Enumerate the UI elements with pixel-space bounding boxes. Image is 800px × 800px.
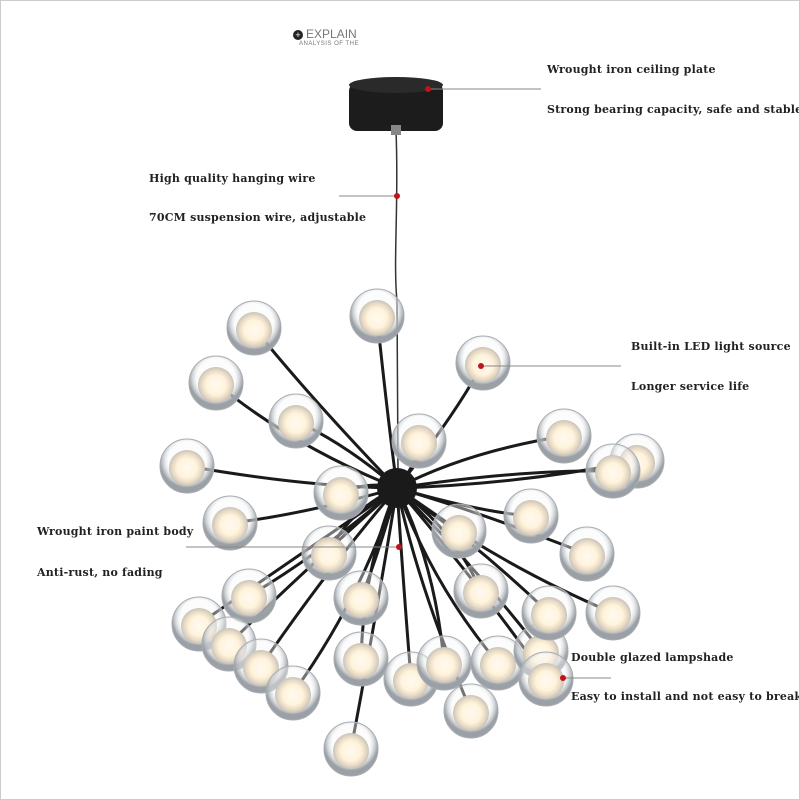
- glass-globe-inner: [401, 425, 437, 461]
- plus-circle-icon: +: [293, 30, 303, 40]
- glass-globe-inner: [441, 515, 477, 551]
- center-hub: [377, 468, 417, 508]
- glass-globe-inner: [311, 537, 347, 573]
- ceiling-plate-title: Wrought iron ceiling plate: [547, 63, 716, 76]
- glass-globe-inner: [278, 405, 314, 441]
- glass-globe-inner: [343, 582, 379, 618]
- led-light-title: Built-in LED light source: [631, 340, 791, 353]
- glass-globe-inner: [243, 650, 279, 686]
- glass-globe-inner: [531, 597, 567, 633]
- callout-marker: [425, 86, 431, 92]
- callout-marker: [478, 363, 484, 369]
- glass-globe-inner: [513, 500, 549, 536]
- glass-globe-inner: [595, 455, 631, 491]
- wire-clamp: [391, 125, 401, 135]
- glass-globe-inner: [323, 477, 359, 513]
- glass-globe-inner: [236, 312, 272, 348]
- branch: [396, 486, 588, 556]
- glass-globe-inner: [546, 420, 582, 456]
- glass-globe-inner: [333, 733, 369, 769]
- glass-globe-inner: [231, 580, 267, 616]
- glass-globe-inner: [595, 597, 631, 633]
- glass-globe-inner: [528, 663, 564, 699]
- ceiling-plate-top: [349, 77, 443, 93]
- glass-globe-inner: [463, 575, 499, 611]
- glass-globe-inner: [212, 507, 248, 543]
- ceiling-plate-detail: Strong bearing capacity, safe and stable: [547, 103, 800, 116]
- branch: [186, 464, 398, 490]
- glass-globe-inner: [169, 450, 205, 486]
- glass-globe-inner: [198, 367, 234, 403]
- glass-globe-inner: [569, 538, 605, 574]
- callout-marker: [396, 544, 402, 550]
- paint-body-detail: Anti-rust, no fading: [37, 566, 163, 579]
- lampshade-detail: Easy to install and not easy to break: [571, 690, 800, 703]
- hanging-wire-detail: 70CM suspension wire, adjustable: [149, 211, 367, 224]
- glass-globe-inner: [480, 647, 516, 683]
- glass-globe-inner: [453, 695, 489, 731]
- branch: [349, 487, 399, 750]
- callout-marker: [560, 675, 566, 681]
- header-title: EXPLAIN: [306, 27, 357, 41]
- callout-marker: [394, 193, 400, 199]
- hanging-wire-title: High quality hanging wire: [149, 172, 316, 185]
- glass-globe-inner: [275, 677, 311, 713]
- header: +EXPLAIN ANALYSIS OF THE: [293, 27, 359, 47]
- glass-globe-inner: [343, 643, 379, 679]
- paint-body-title: Wrought iron paint body: [37, 525, 194, 538]
- led-light-detail: Longer service life: [631, 380, 750, 393]
- ceiling-plate: [349, 83, 443, 131]
- suspension-wire: [394, 130, 399, 472]
- glass-globe-inner: [359, 300, 395, 336]
- glass-globe-inner: [426, 647, 462, 683]
- lampshade-title: Double glazed lampshade: [571, 651, 734, 664]
- header-subtitle: ANALYSIS OF THE: [299, 41, 359, 47]
